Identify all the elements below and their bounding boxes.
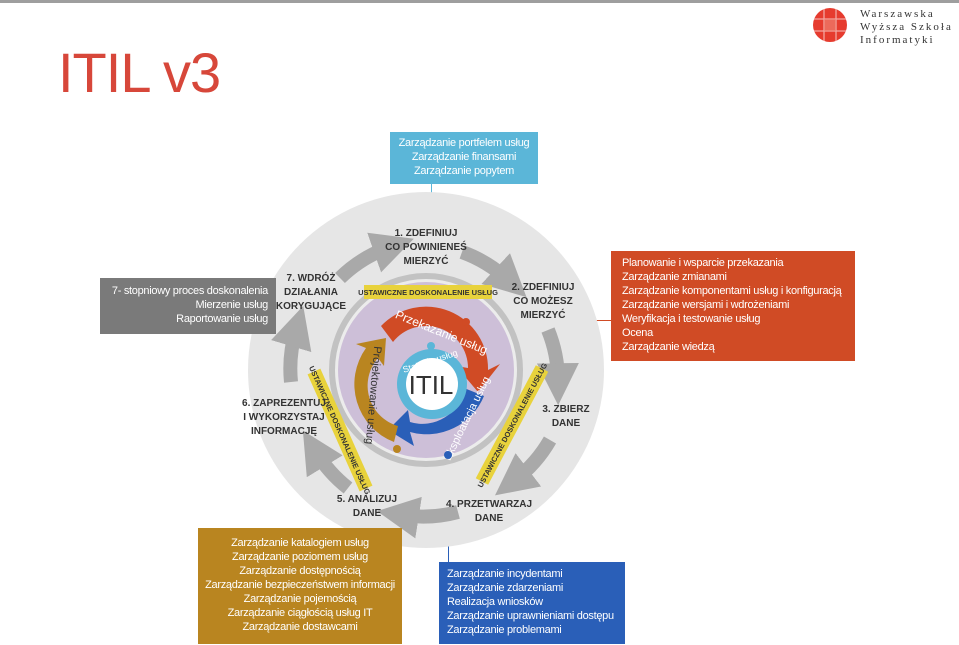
strategy-box: Zarządzanie portfelem usług Zarządzanie … — [390, 132, 538, 184]
box-line: Zarządzanie katalogiem usług — [231, 537, 369, 549]
transition-arrow — [381, 306, 500, 392]
box-line: Zarządzanie zmianami — [622, 271, 727, 283]
csi-arrow — [335, 232, 414, 284]
logo-text: Warszawska Wyższa Szkoła Informatyki — [860, 8, 953, 47]
csi-arrow — [459, 245, 527, 298]
box-line: Weryfikacja i testowanie usług — [622, 313, 761, 325]
box-line: Zarządzanie uprawnieniami dostępu — [447, 610, 614, 622]
box-line: Raportowanie usług — [176, 313, 268, 325]
box-line: Realizacja wniosków — [447, 596, 543, 608]
logo-line: Warszawska — [860, 8, 935, 20]
box-line: Ocena — [622, 327, 653, 339]
csi-arrow — [495, 436, 557, 496]
box-line: Zarządzanie wersjami i wdrożeniami — [622, 299, 790, 311]
connector-dot — [444, 451, 452, 459]
csi-arrow — [271, 305, 312, 383]
box-line: Zarządzanie poziomem usług — [232, 551, 368, 563]
box-line: Zarządzanie ciągłością usług IT — [227, 607, 373, 619]
transition-box: Planowanie i wsparcie przekazania Zarząd… — [611, 251, 855, 361]
box-line: Zarządzanie finansami — [411, 151, 517, 163]
center-disc — [406, 358, 458, 410]
box-line: Mierzenie usług — [195, 299, 268, 311]
box-line: Zarządzanie portfelem usług — [398, 137, 530, 149]
logo-line: Informatyki — [860, 34, 935, 46]
csi-arrow — [302, 430, 353, 494]
box-line: Zarządzanie pojemością — [243, 593, 357, 605]
connector-dot — [393, 445, 401, 453]
box-line: Zarządzanie komponentami usług i konfigu… — [622, 285, 842, 297]
box-line: Zarządzanie incydentami — [447, 568, 563, 580]
box-line: Zarządzanie popytem — [413, 165, 515, 177]
csi-arrow — [377, 496, 460, 539]
connector-dot — [462, 318, 470, 326]
operation-box: Zarządzanie incydentami Zarządzanie zdar… — [439, 562, 625, 644]
box-line: Zarządzanie problemami — [447, 624, 562, 636]
csi-label-top: USTAWICZNE DOSKONALENIE USŁUG — [358, 285, 498, 299]
svg-text:USTAWICZNE DOSKONALENIE USŁUG: USTAWICZNE DOSKONALENIE USŁUG — [358, 288, 498, 297]
box-line: Planowanie i wsparcie przekazania — [622, 257, 784, 269]
box-line: Zarządzanie zdarzeniami — [447, 582, 563, 594]
connector-dot — [427, 342, 435, 350]
box-line: Zarządzanie bezpieczeństwem informacji — [205, 579, 395, 591]
box-line: Zarządzanie dostawcami — [242, 621, 358, 633]
design-arrow — [354, 338, 398, 442]
design-box: Zarządzanie katalogiem usług Zarządzanie… — [198, 528, 402, 644]
box-line: Zarządzanie wiedzą — [622, 341, 715, 353]
box-line: 7- stopniowy proces doskonalenia — [111, 285, 268, 297]
logo-line: Wyższa Szkoła — [860, 21, 953, 33]
page-title: ITIL v3 — [58, 41, 221, 104]
csi-box: 7- stopniowy proces doskonalenia Mierzen… — [100, 278, 276, 334]
top-border — [0, 0, 959, 3]
center-label: ITIL — [409, 370, 454, 400]
box-line: Zarządzanie dostępnością — [239, 565, 361, 577]
logo-mark — [813, 8, 847, 42]
csi-arrow — [536, 327, 579, 406]
